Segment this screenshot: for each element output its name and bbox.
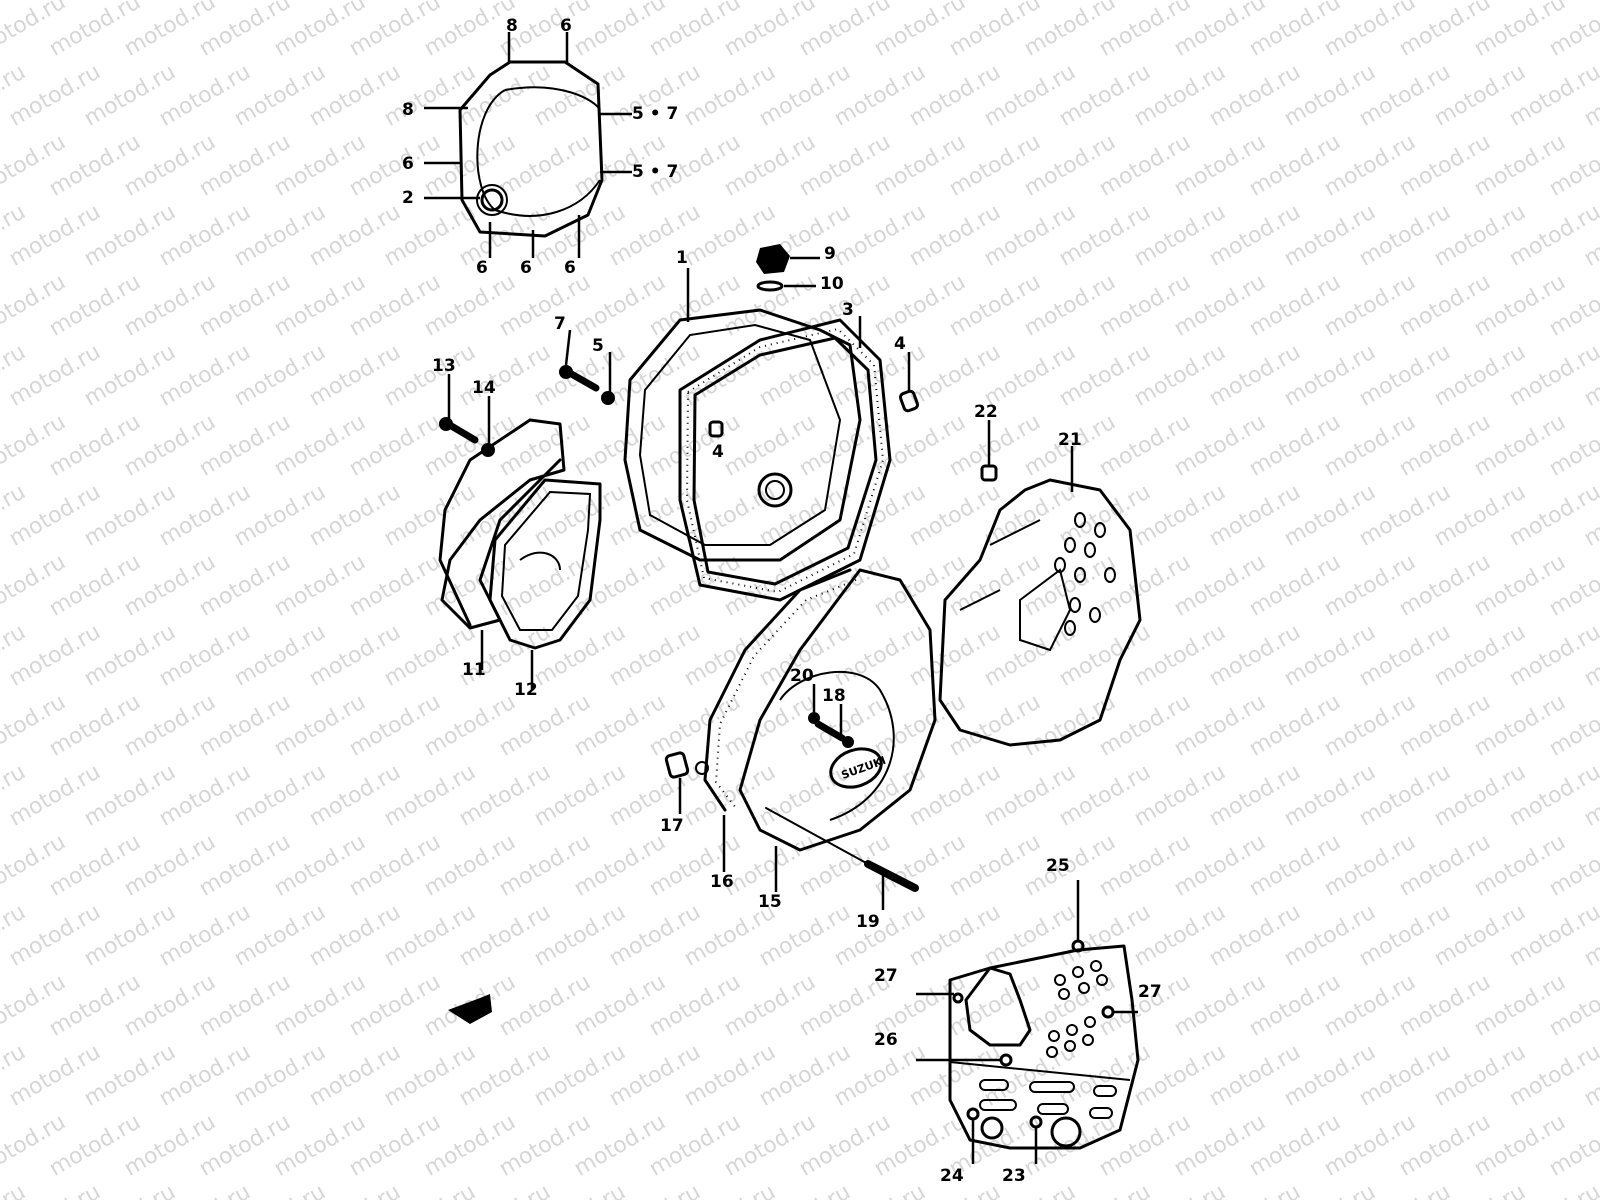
oil-cap [756,244,820,292]
generator-gasket-16 [695,568,857,872]
callout-label: 6 [520,258,532,278]
vent-holes [1054,512,1116,636]
callout-label: 2 [402,188,414,208]
callout-label: 23 [1002,1166,1026,1186]
clutch-gasket [678,316,892,602]
callout-label: 6 [476,258,488,278]
callout-label: 14 [472,378,496,398]
callout-label: 19 [856,912,880,932]
callout-label: 8 [506,16,518,36]
cover-11 [438,418,566,670]
washer-20 [808,684,820,724]
callout-label: 7 [554,314,566,334]
dowel-pin-4 [708,352,920,438]
sprocket-cover-plate [916,880,1140,1164]
callout-label: 8 [402,100,414,120]
bolt-13-washer-14 [439,374,495,457]
callout-label: 24 [940,1166,964,1186]
plate-holes [979,960,1117,1148]
gasket-12 [488,478,602,690]
callout-label: 18 [822,686,846,706]
bolt-18 [814,704,854,748]
callout-label: 20 [790,666,814,686]
callout-label: 13 [432,356,456,376]
callout-label: 4 [712,442,724,462]
callout-label: 6 [564,258,576,278]
sprocket-cover-21 [938,420,1142,747]
callout-label: 12 [514,680,538,700]
generator-cover-15: SUZUKI [738,568,937,892]
callout-label: 27 [874,966,898,986]
callout-label: 10 [820,274,844,294]
callout-label: 1 [676,248,688,268]
callout-label: 4 [894,334,906,354]
callout-label: 22 [974,402,998,422]
callout-label: 27 [1138,982,1162,1002]
bolt-19 [765,807,919,910]
callout-label: 11 [462,660,486,680]
callout-label: 5 • 7 [632,162,679,182]
callout-label: 6 [560,16,572,36]
callout-label: 9 [824,244,836,264]
callout-label: 26 [874,1030,898,1050]
clutch-cover [623,268,862,562]
callout-label: 16 [710,872,734,892]
callout-label: 6 [402,154,414,174]
callout-label: 5 [592,336,604,356]
callout-label: 5 • 7 [632,104,679,124]
callout-label: 21 [1058,430,1082,450]
bolt-7-washer-5 [559,329,615,405]
gasket-top-view [424,32,632,258]
callout-label: 3 [842,300,854,320]
svg-text:SUZUKI: SUZUKI [840,754,888,782]
callout-label: 15 [758,892,782,912]
dowel-pin-17 [664,751,690,814]
direction-arrow-icon [448,994,492,1024]
callout-label: 17 [660,816,684,836]
callout-label: 25 [1046,856,1070,876]
